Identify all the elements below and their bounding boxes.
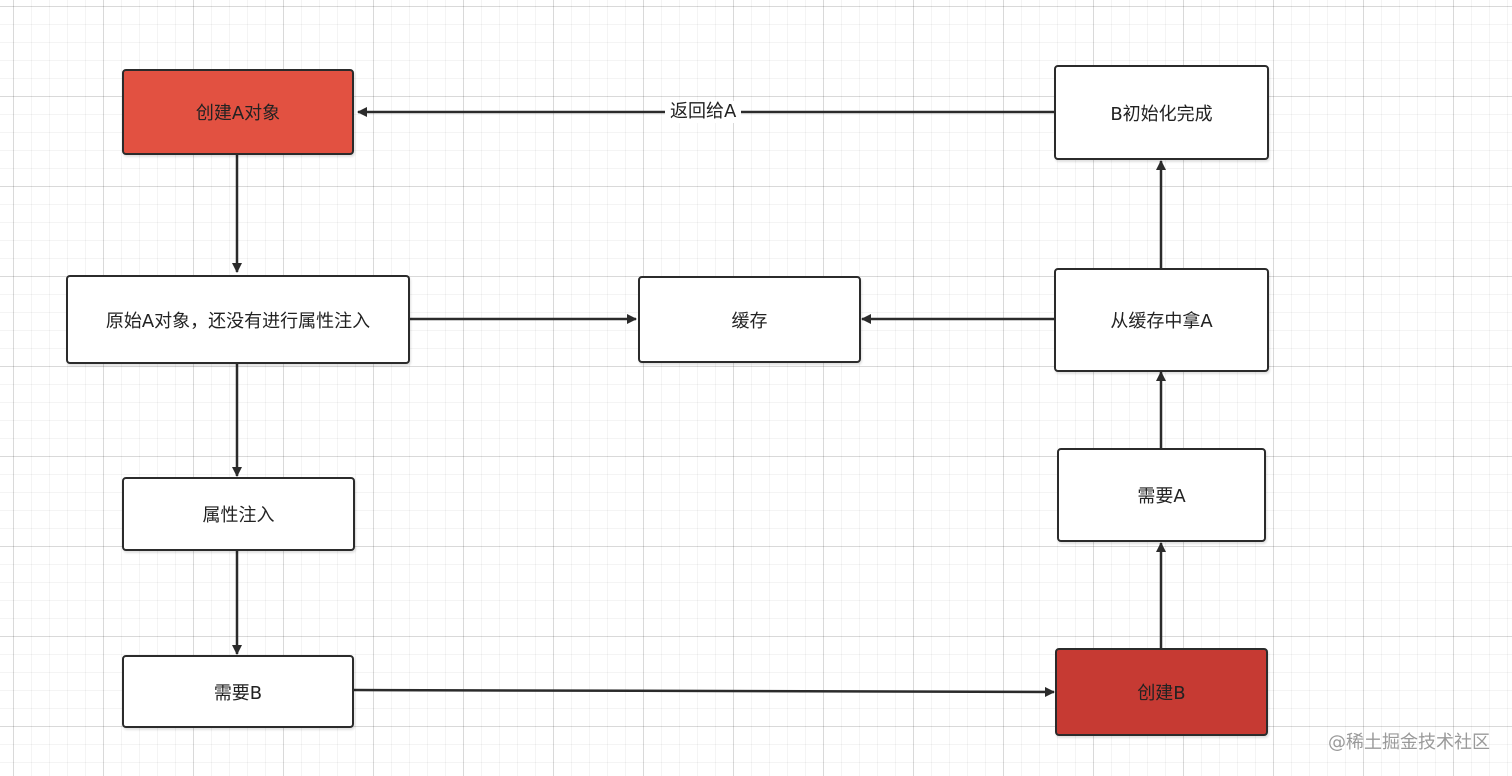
node-raw-a[interactable]: 原始A对象，还没有进行属性注入 — [66, 275, 410, 364]
node-create-a[interactable]: 创建A对象 — [122, 69, 354, 155]
node-cache[interactable]: 缓存 — [638, 276, 861, 363]
node-b-init-done[interactable]: B初始化完成 — [1054, 65, 1269, 160]
node-get-a-from-cache[interactable]: 从缓存中拿A — [1054, 268, 1269, 372]
edge-label-return-to-a: 返回给A — [665, 101, 742, 123]
node-attribute-injection[interactable]: 属性注入 — [122, 477, 355, 551]
node-need-a[interactable]: 需要A — [1057, 448, 1266, 542]
edge-needb-to-createb — [353, 686, 1055, 697]
node-need-b[interactable]: 需要B — [122, 655, 354, 728]
node-create-b[interactable]: 创建B — [1055, 648, 1268, 736]
watermark: @稀土掘金技术社区 — [1328, 732, 1490, 753]
